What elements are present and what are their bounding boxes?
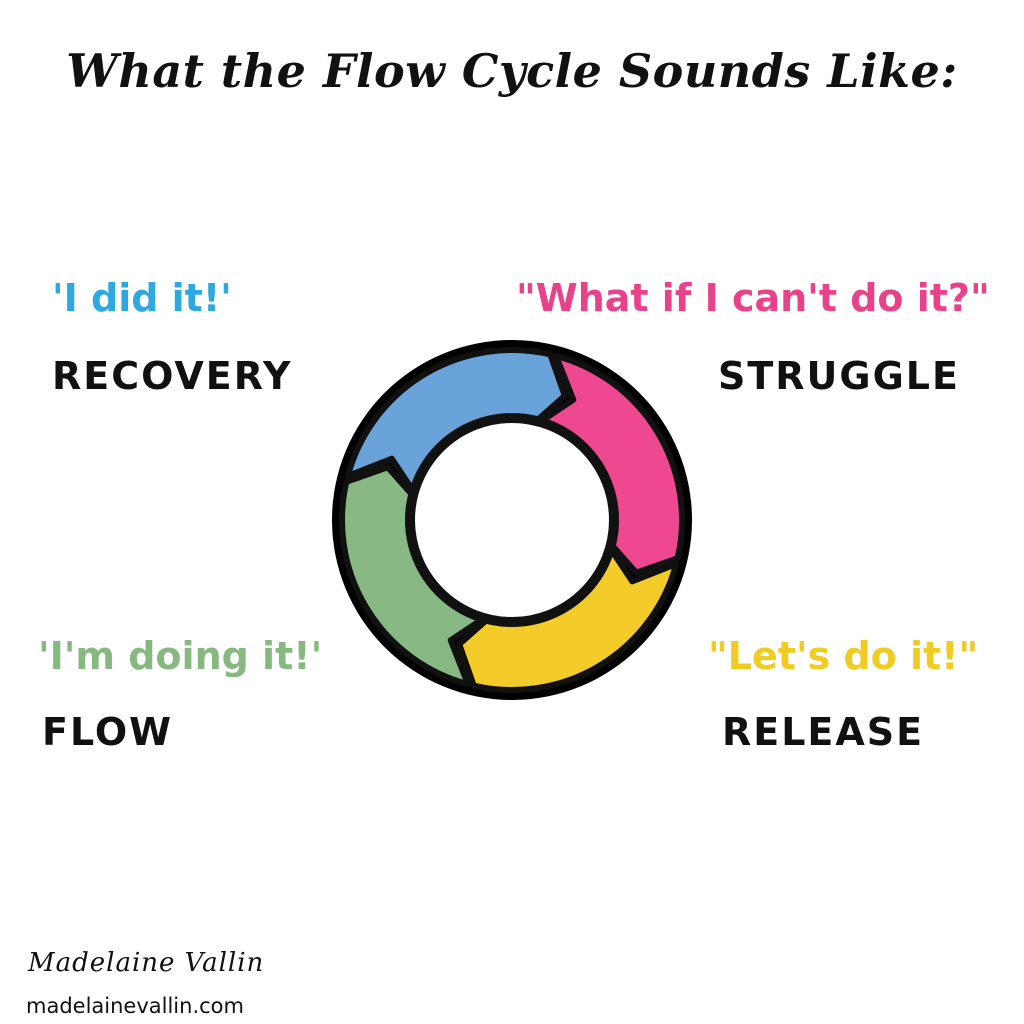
recovery-quote: 'I did it!' xyxy=(52,276,232,320)
flow-label: FLOW xyxy=(42,710,174,754)
release-label: RELEASE xyxy=(722,710,925,754)
release-quote: "Let's do it!" xyxy=(708,634,979,678)
circular-arrows-cycle-icon xyxy=(332,340,692,700)
signature: Madelaine Vallin xyxy=(28,948,265,978)
recovery-label: RECOVERY xyxy=(52,354,293,398)
struggle-label: STRUGGLE xyxy=(718,354,960,398)
flow-quote: 'I'm doing it!' xyxy=(38,634,323,678)
website-url: madelainevallin.com xyxy=(26,994,244,1018)
cycle-center-hole xyxy=(405,413,619,627)
page-title: What the Flow Cycle Sounds Like: xyxy=(66,44,958,98)
struggle-quote: "What if I can't do it?" xyxy=(516,276,990,320)
